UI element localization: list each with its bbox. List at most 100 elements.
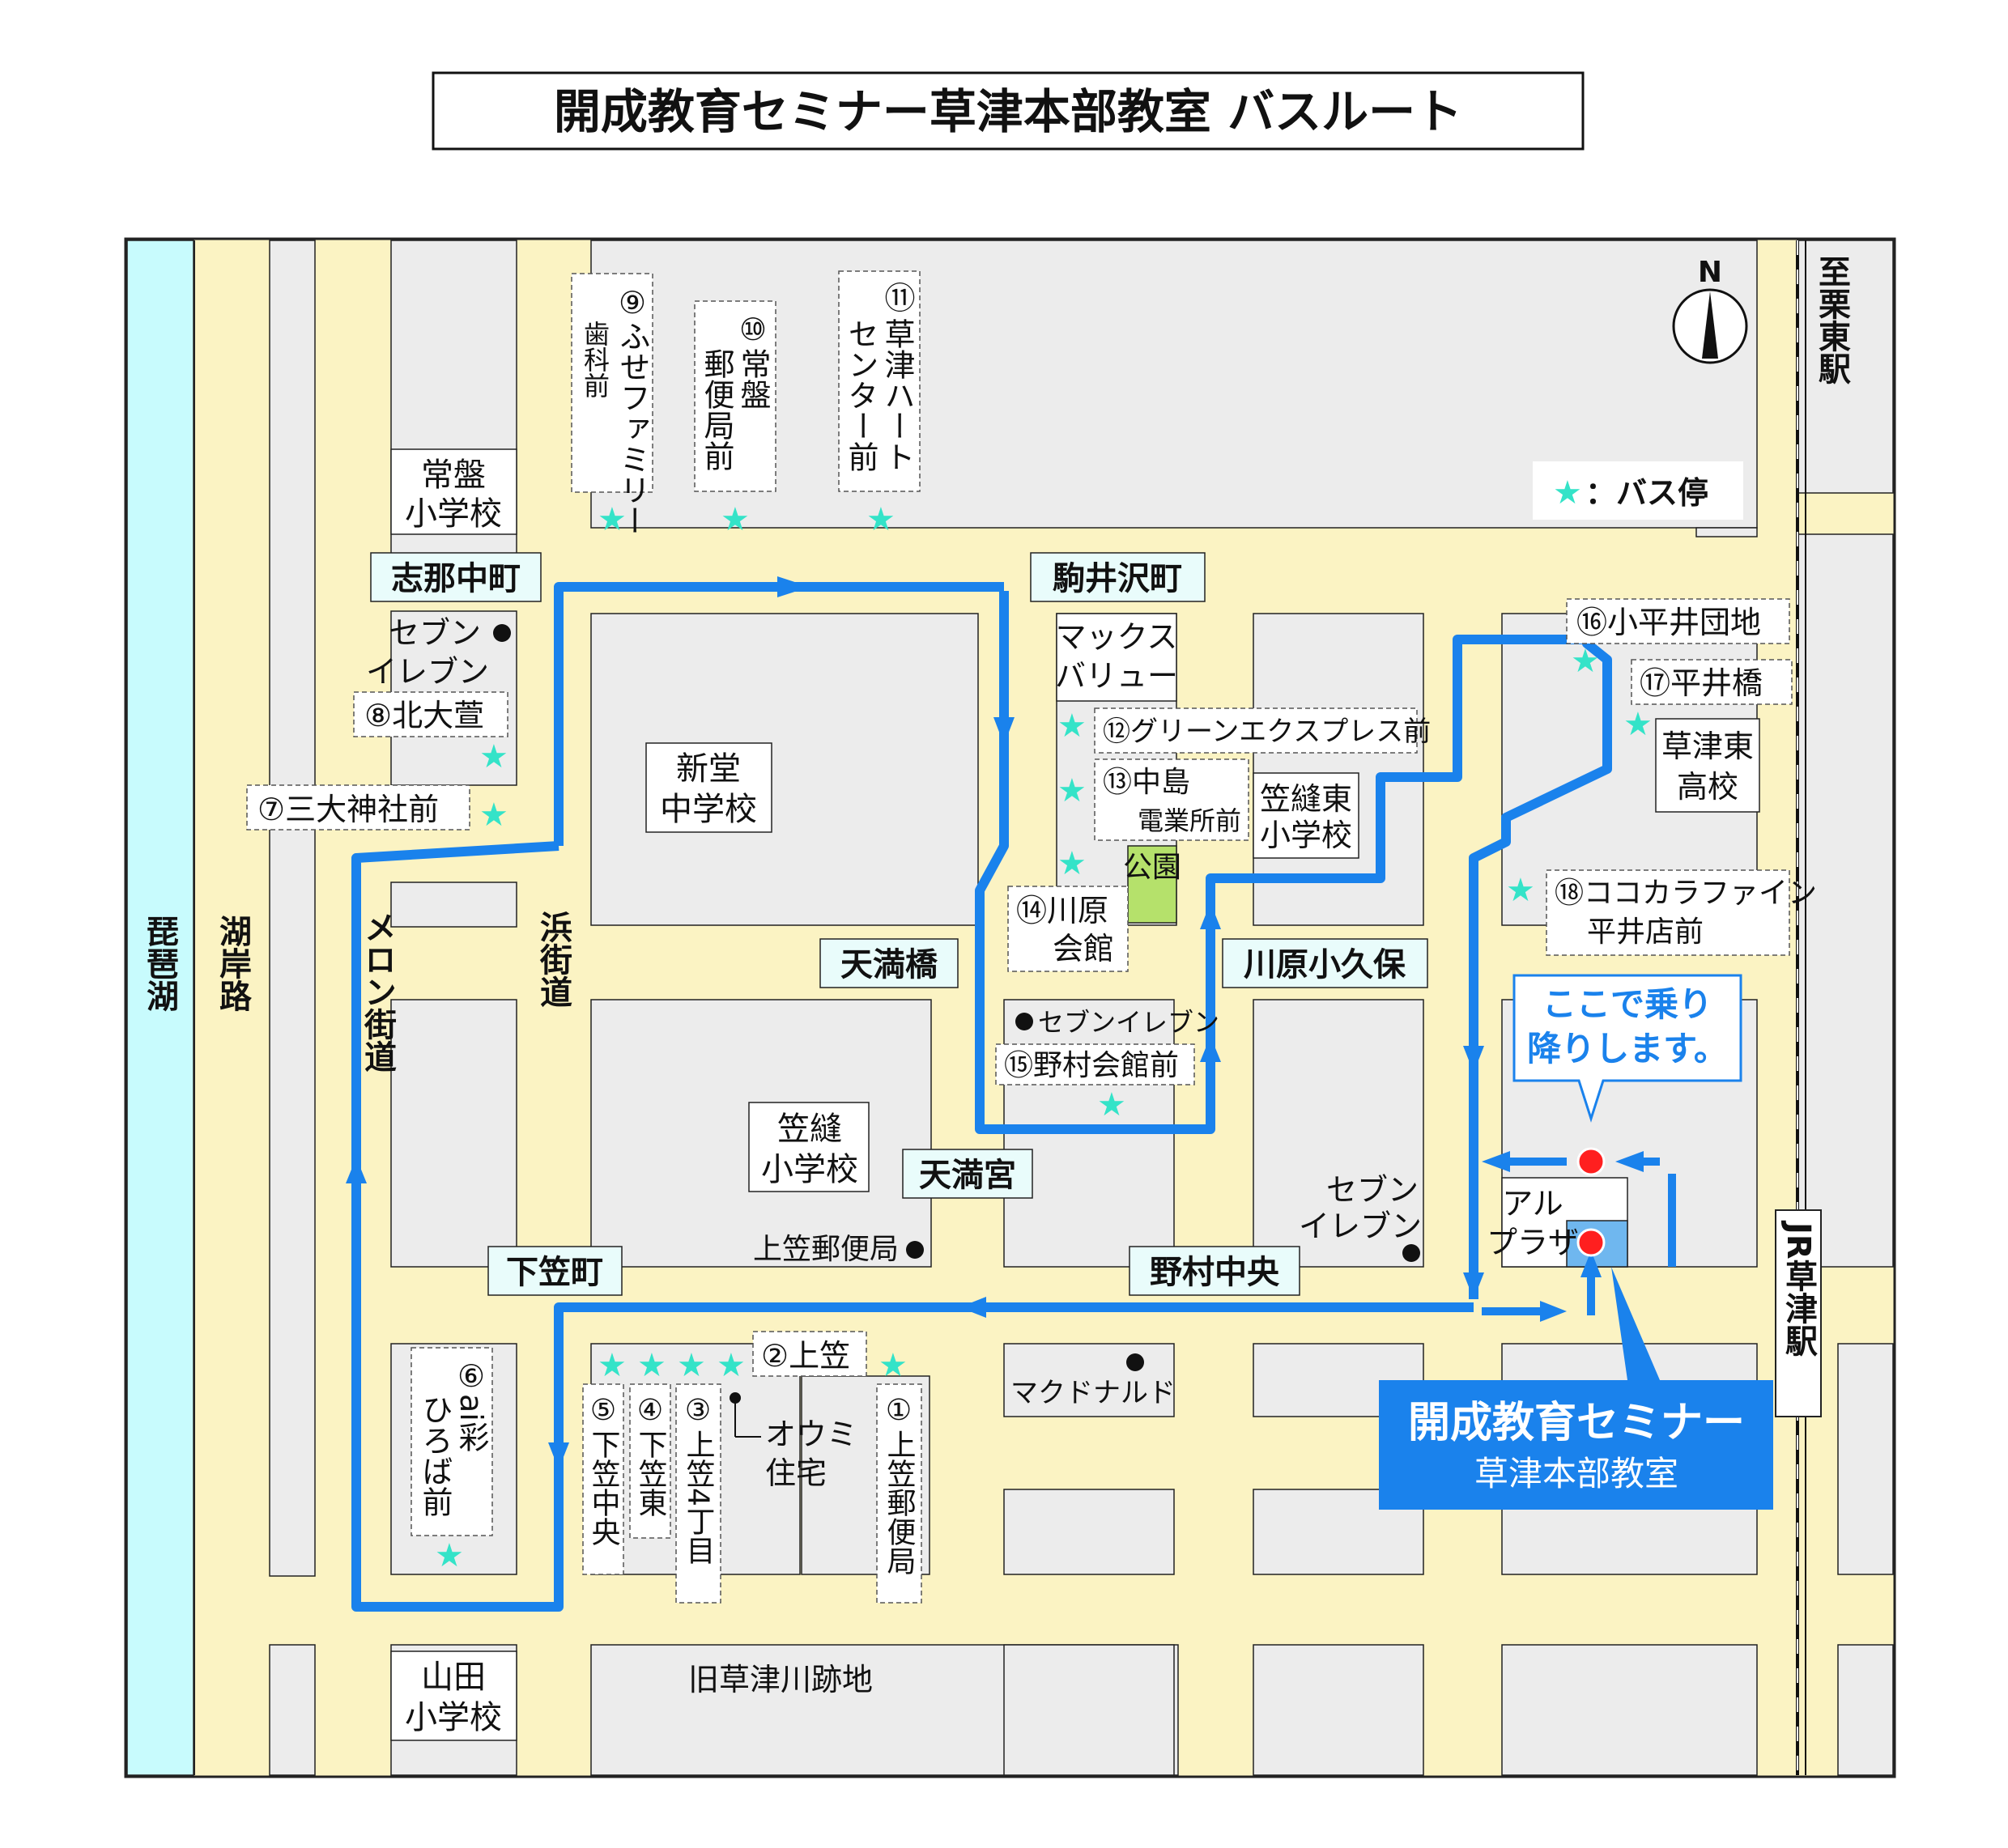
svg-text:小学校: 小学校 (1260, 818, 1352, 853)
star-icon: ★ (479, 738, 508, 775)
stop-dot (1576, 1147, 1606, 1176)
svg-text:セブンイレブン: セブンイレブン (1038, 1007, 1219, 1038)
svg-text:下笠東: 下笠東 (634, 1430, 667, 1517)
star-icon: ★ (866, 501, 896, 538)
svg-text:⑪: ⑪ (879, 282, 915, 312)
star-icon: ★ (637, 1347, 666, 1384)
svg-text:草津東: 草津東 (1661, 729, 1754, 764)
svg-text:中学校: 中学校 (660, 791, 757, 828)
legend-star-icon: ★ (1553, 474, 1582, 512)
svg-text:小学校: 小学校 (405, 495, 502, 533)
svg-text:ひろば前: ひろば前 (417, 1394, 453, 1517)
jr-station-label: JR草津駅 (1780, 1220, 1818, 1357)
old-river-label: 旧草津川跡地 (688, 1662, 873, 1697)
svg-text:下笠町: 下笠町 (506, 1254, 603, 1291)
svg-text:歯科前: 歯科前 (580, 321, 610, 398)
star-icon: ★ (1571, 643, 1600, 680)
svg-text:⑮野村会館前: ⑮野村会館前 (1004, 1049, 1179, 1082)
svg-text:上笠4丁目: 上笠4丁目 (682, 1430, 715, 1565)
star-icon: ★ (1057, 845, 1087, 882)
svg-text:⑨: ⑨ (615, 285, 650, 321)
svg-text:山田: 山田 (421, 1659, 486, 1696)
star-icon: ★ (721, 501, 750, 538)
page-title: 開成教育セミナー草津本部教室 バスルート (554, 84, 1462, 139)
svg-text:草津ハート: 草津ハート (879, 318, 915, 472)
svg-text:アル: アル (1502, 1186, 1563, 1221)
svg-text:⑬中島: ⑬中島 (1103, 766, 1190, 799)
melon-road-label: メロン街道 (359, 911, 398, 1073)
star-icon: ★ (1097, 1086, 1126, 1124)
north-compass: N (1672, 256, 1748, 364)
school-box: 開成教育セミナー 草津本部教室 (1379, 1267, 1773, 1510)
lakeside-road-label: 湖岸路 (214, 915, 252, 1012)
svg-text:開成教育セミナー: 開成教育セミナー (1408, 1399, 1745, 1447)
svg-text:②上笠: ②上笠 (761, 1338, 850, 1374)
svg-text:イレブン: イレブン (366, 654, 489, 690)
svg-text:バリュー: バリュー (1055, 658, 1178, 694)
svg-text:小学校: 小学校 (405, 1699, 502, 1736)
jr-station-box (1775, 1209, 1822, 1417)
svg-text:⑭川原: ⑭川原 (1016, 893, 1108, 928)
star-icon: ★ (878, 1347, 908, 1384)
star-icon: ★ (1623, 706, 1653, 743)
star-icon: ★ (1057, 772, 1087, 809)
lake-area (126, 240, 194, 1776)
area-labels: 琵琶湖 湖岸路 メロン街道 浜街道 至栗東駅 (141, 255, 1851, 1073)
intersection-labels: 志那中町 駒井沢町 天満橋 川原小久保 天満宮 下笠町 野村中央 (370, 552, 1428, 1296)
svg-text:オウミ: オウミ (765, 1417, 857, 1452)
svg-text:志那中町: 志那中町 (391, 560, 521, 597)
svg-text:⑰平井橋: ⑰平井橋 (1640, 665, 1763, 701)
svg-text:常盤: 常盤 (735, 348, 771, 410)
bus-stop-labels-vertical: ⑨ ふせファミリー 歯科前 ⑩ 常盤 郵便局前 ⑪ 草津ハート センター前 ⑥ … (411, 270, 922, 1604)
bus-route (975, 591, 1612, 1299)
park (1127, 845, 1177, 924)
svg-text:平井店前: 平井店前 (1587, 916, 1704, 949)
stop-dot (1576, 1228, 1606, 1257)
svg-text:プラザ: プラザ (1487, 1225, 1579, 1260)
svg-text:笠縫: 笠縫 (777, 1111, 842, 1148)
svg-text:郵便局前: 郵便局前 (699, 348, 734, 471)
railway (1796, 240, 1806, 1775)
title-box (432, 71, 1585, 151)
hama-road-label: 浜街道 (534, 911, 573, 1008)
svg-text:⑯小平井団地: ⑯小平井団地 (1576, 605, 1761, 640)
svg-text:降りします。: 降りします。 (1527, 1029, 1728, 1068)
svg-text:④: ④ (634, 1394, 667, 1427)
svg-text:⑫グリーンエクスプレス前: ⑫グリーンエクスプレス前 (1103, 716, 1431, 748)
star-icon: ★ (717, 1347, 746, 1384)
svg-text:公園: 公園 (1123, 851, 1181, 884)
svg-text:ふせファミリー: ふせファミリー (615, 321, 650, 536)
svg-text:下笠中央: 下笠中央 (587, 1430, 620, 1546)
star-icon: ★ (1057, 707, 1087, 745)
route-arrows (346, 576, 1644, 1469)
star-icon: ★ (598, 501, 627, 538)
legend-label: ：バス停 (1585, 475, 1708, 511)
star-icon: ★ (1506, 872, 1535, 909)
svg-text:⑩: ⑩ (735, 312, 771, 347)
svg-text:上笠郵便局: 上笠郵便局 (753, 1233, 899, 1266)
svg-text:ここで乗り: ここで乗り (1542, 984, 1712, 1024)
svg-text:草津本部教室: 草津本部教室 (1474, 1454, 1678, 1493)
svg-text:⑧北大萱: ⑧北大萱 (364, 698, 484, 733)
svg-text:住宅: 住宅 (765, 1455, 827, 1491)
school-labels: 常盤 小学校 新堂 中学校 笠縫 小学校 笠縫東 小学校 草津東 高校 山田 小… (390, 448, 1760, 1741)
svg-text:⑥: ⑥ (453, 1358, 489, 1394)
svg-text:野村中央: 野村中央 (1150, 1254, 1280, 1291)
svg-text:セブン: セブン (389, 615, 481, 651)
svg-text:川原小久保: 川原小久保 (1244, 946, 1406, 983)
svg-text:天満宮: 天満宮 (919, 1157, 1016, 1194)
svg-text:ai彩: ai彩 (453, 1394, 489, 1452)
svg-text:天満橋: 天満橋 (840, 946, 938, 983)
place-labels: マックス バリュー 公園 セブン イレブン セブンイレブン セブン イレブン 上… (366, 613, 1579, 1491)
svg-text:駒井沢町: 駒井沢町 (1053, 560, 1182, 597)
svg-text:新堂: 新堂 (676, 750, 741, 788)
svg-text:③: ③ (682, 1394, 715, 1427)
svg-text:高校: 高校 (1677, 769, 1738, 805)
svg-text:電業所前: 電業所前 (1138, 805, 1241, 836)
svg-text:マックス: マックス (1056, 619, 1178, 655)
svg-text:セブン: セブン (1326, 1172, 1419, 1208)
svg-text:上笠郵便局: 上笠郵便局 (883, 1430, 916, 1575)
svg-text:センター前: センター前 (843, 318, 878, 472)
svg-text:笠縫東: 笠縫東 (1260, 781, 1352, 817)
